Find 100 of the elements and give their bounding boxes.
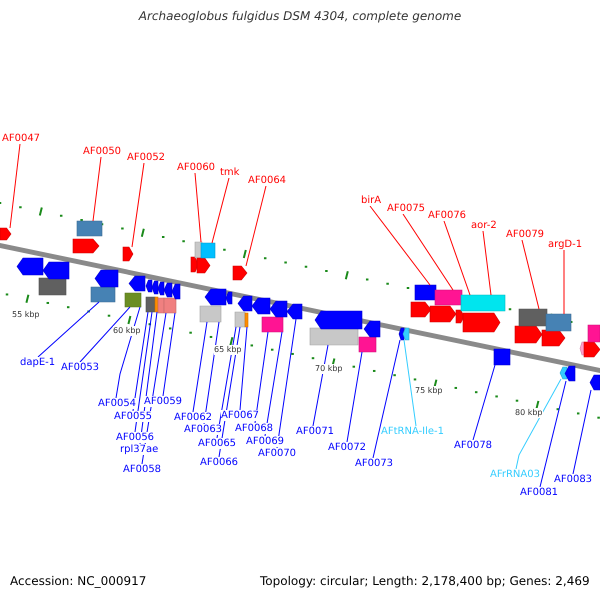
gene-label: AF0064	[248, 175, 286, 186]
gene-label: AF0063	[184, 424, 222, 435]
leader-line	[516, 378, 562, 470]
gene-label: AFrRNA03	[490, 469, 540, 480]
gene-label: AF0050	[83, 146, 122, 157]
gene-pentagon	[238, 296, 252, 312]
gene-block	[200, 306, 222, 322]
leader-line	[312, 344, 328, 426]
gene-label: AF0059	[144, 396, 182, 407]
gene-pentagon	[122, 246, 134, 262]
leader-line	[80, 306, 130, 362]
gene-label: AF0066	[200, 457, 238, 468]
gene-pentagon	[398, 328, 404, 340]
leader-line	[132, 312, 148, 412]
gene-block	[588, 324, 600, 342]
gene-label: rpl37ae	[120, 444, 158, 455]
gene-block	[234, 312, 246, 328]
gene-pentagon	[402, 328, 410, 340]
gene-block	[200, 242, 216, 258]
scale-label: 65 kbp	[214, 345, 242, 355]
gene-label: AF0054	[98, 398, 136, 409]
gene-label: AF0056	[116, 432, 154, 443]
gene-pentagon	[410, 302, 432, 318]
scale-label: 60 kbp	[113, 326, 141, 336]
gene-label: AF0076	[428, 210, 466, 221]
gene-pentagon	[584, 342, 600, 358]
scale-label: 80 kbp	[515, 408, 543, 418]
footer-text: Topology: circular; Length: 2,178,400 bp; Genes: 2,469	[260, 576, 590, 586]
gene-pentagon	[72, 238, 100, 254]
gene-block	[494, 348, 510, 366]
gene-pentagon	[590, 374, 600, 390]
gene-pentagon	[0, 228, 12, 240]
gene-label: AF0081	[520, 487, 558, 498]
gene-label: birA	[361, 195, 382, 206]
gene-pentagon	[196, 258, 210, 274]
gene-pentagon	[252, 298, 270, 314]
leader-line	[482, 230, 492, 296]
gene-pentagon	[514, 326, 542, 344]
leader-line	[194, 172, 202, 242]
gene-pentagon	[286, 304, 302, 320]
gene-block	[76, 220, 102, 236]
leader-line	[444, 220, 470, 296]
gene-label: AF0071	[296, 426, 334, 437]
leader-line	[92, 156, 102, 222]
gene-pentagon	[152, 280, 158, 294]
leader-line	[370, 206, 430, 286]
gene-block	[164, 298, 176, 314]
gene-block	[158, 298, 164, 314]
gene-pentagon	[364, 320, 380, 338]
leader-line	[246, 186, 266, 266]
leader-line	[472, 364, 496, 440]
leader-line	[38, 302, 100, 358]
gene-label: tmk	[220, 167, 240, 178]
gene-label: AF0072	[328, 442, 366, 453]
gene-pentagon	[270, 300, 288, 318]
gene-block	[146, 296, 156, 312]
gene-pentagon	[314, 310, 362, 330]
gene-pentagon	[564, 366, 576, 382]
gene-label: AF0053	[61, 362, 100, 373]
gene-block	[90, 286, 116, 302]
gene-label: AF0069	[246, 436, 284, 447]
leader-line	[10, 144, 20, 228]
gene-label: AFtRNA-Ile-1	[381, 426, 444, 437]
gene-label: AF0083	[554, 474, 592, 485]
gene-label: AF0065	[198, 438, 236, 449]
gene-block	[262, 316, 284, 332]
gene-block	[434, 290, 462, 306]
gene-block	[414, 284, 436, 300]
leader-line	[192, 322, 208, 412]
gene-label: argD-1	[548, 239, 582, 250]
gene-block	[244, 312, 248, 328]
leader-line	[212, 178, 230, 244]
gene-block	[38, 278, 66, 296]
gene-block	[460, 294, 506, 312]
leader-line	[162, 312, 176, 396]
gene-label: dapE-1	[20, 357, 56, 368]
leader-line	[404, 340, 416, 426]
leader-line	[134, 312, 152, 432]
gene-block	[518, 308, 548, 326]
title: Archaeoglobus fulgidus DSM 4304, complete genome	[137, 9, 462, 23]
gene-pentagon	[158, 282, 164, 296]
footer-text: Accession: NC_000917	[10, 576, 146, 586]
gene-label: AF0058	[123, 464, 162, 475]
gene-label: AF0047	[2, 133, 40, 144]
gene-label: AF0060	[177, 162, 216, 173]
gene-label: AF0062	[174, 412, 212, 423]
scale-label: 70 kbp	[315, 364, 343, 374]
gene-pentagon	[42, 262, 70, 280]
gene-label: AF0079	[506, 229, 544, 240]
gene-label: AF0052	[127, 152, 166, 163]
leader-line	[402, 214, 454, 290]
leader-line	[540, 380, 566, 488]
leader-line	[372, 340, 400, 458]
leader-line	[572, 390, 592, 474]
gene-block	[310, 328, 358, 346]
gene-pentagon	[94, 270, 118, 288]
gene-block	[546, 314, 572, 332]
gene-label: AF0078	[454, 440, 492, 451]
gene-pentagon	[232, 266, 248, 280]
scale-label: 75 kbp	[415, 386, 443, 396]
